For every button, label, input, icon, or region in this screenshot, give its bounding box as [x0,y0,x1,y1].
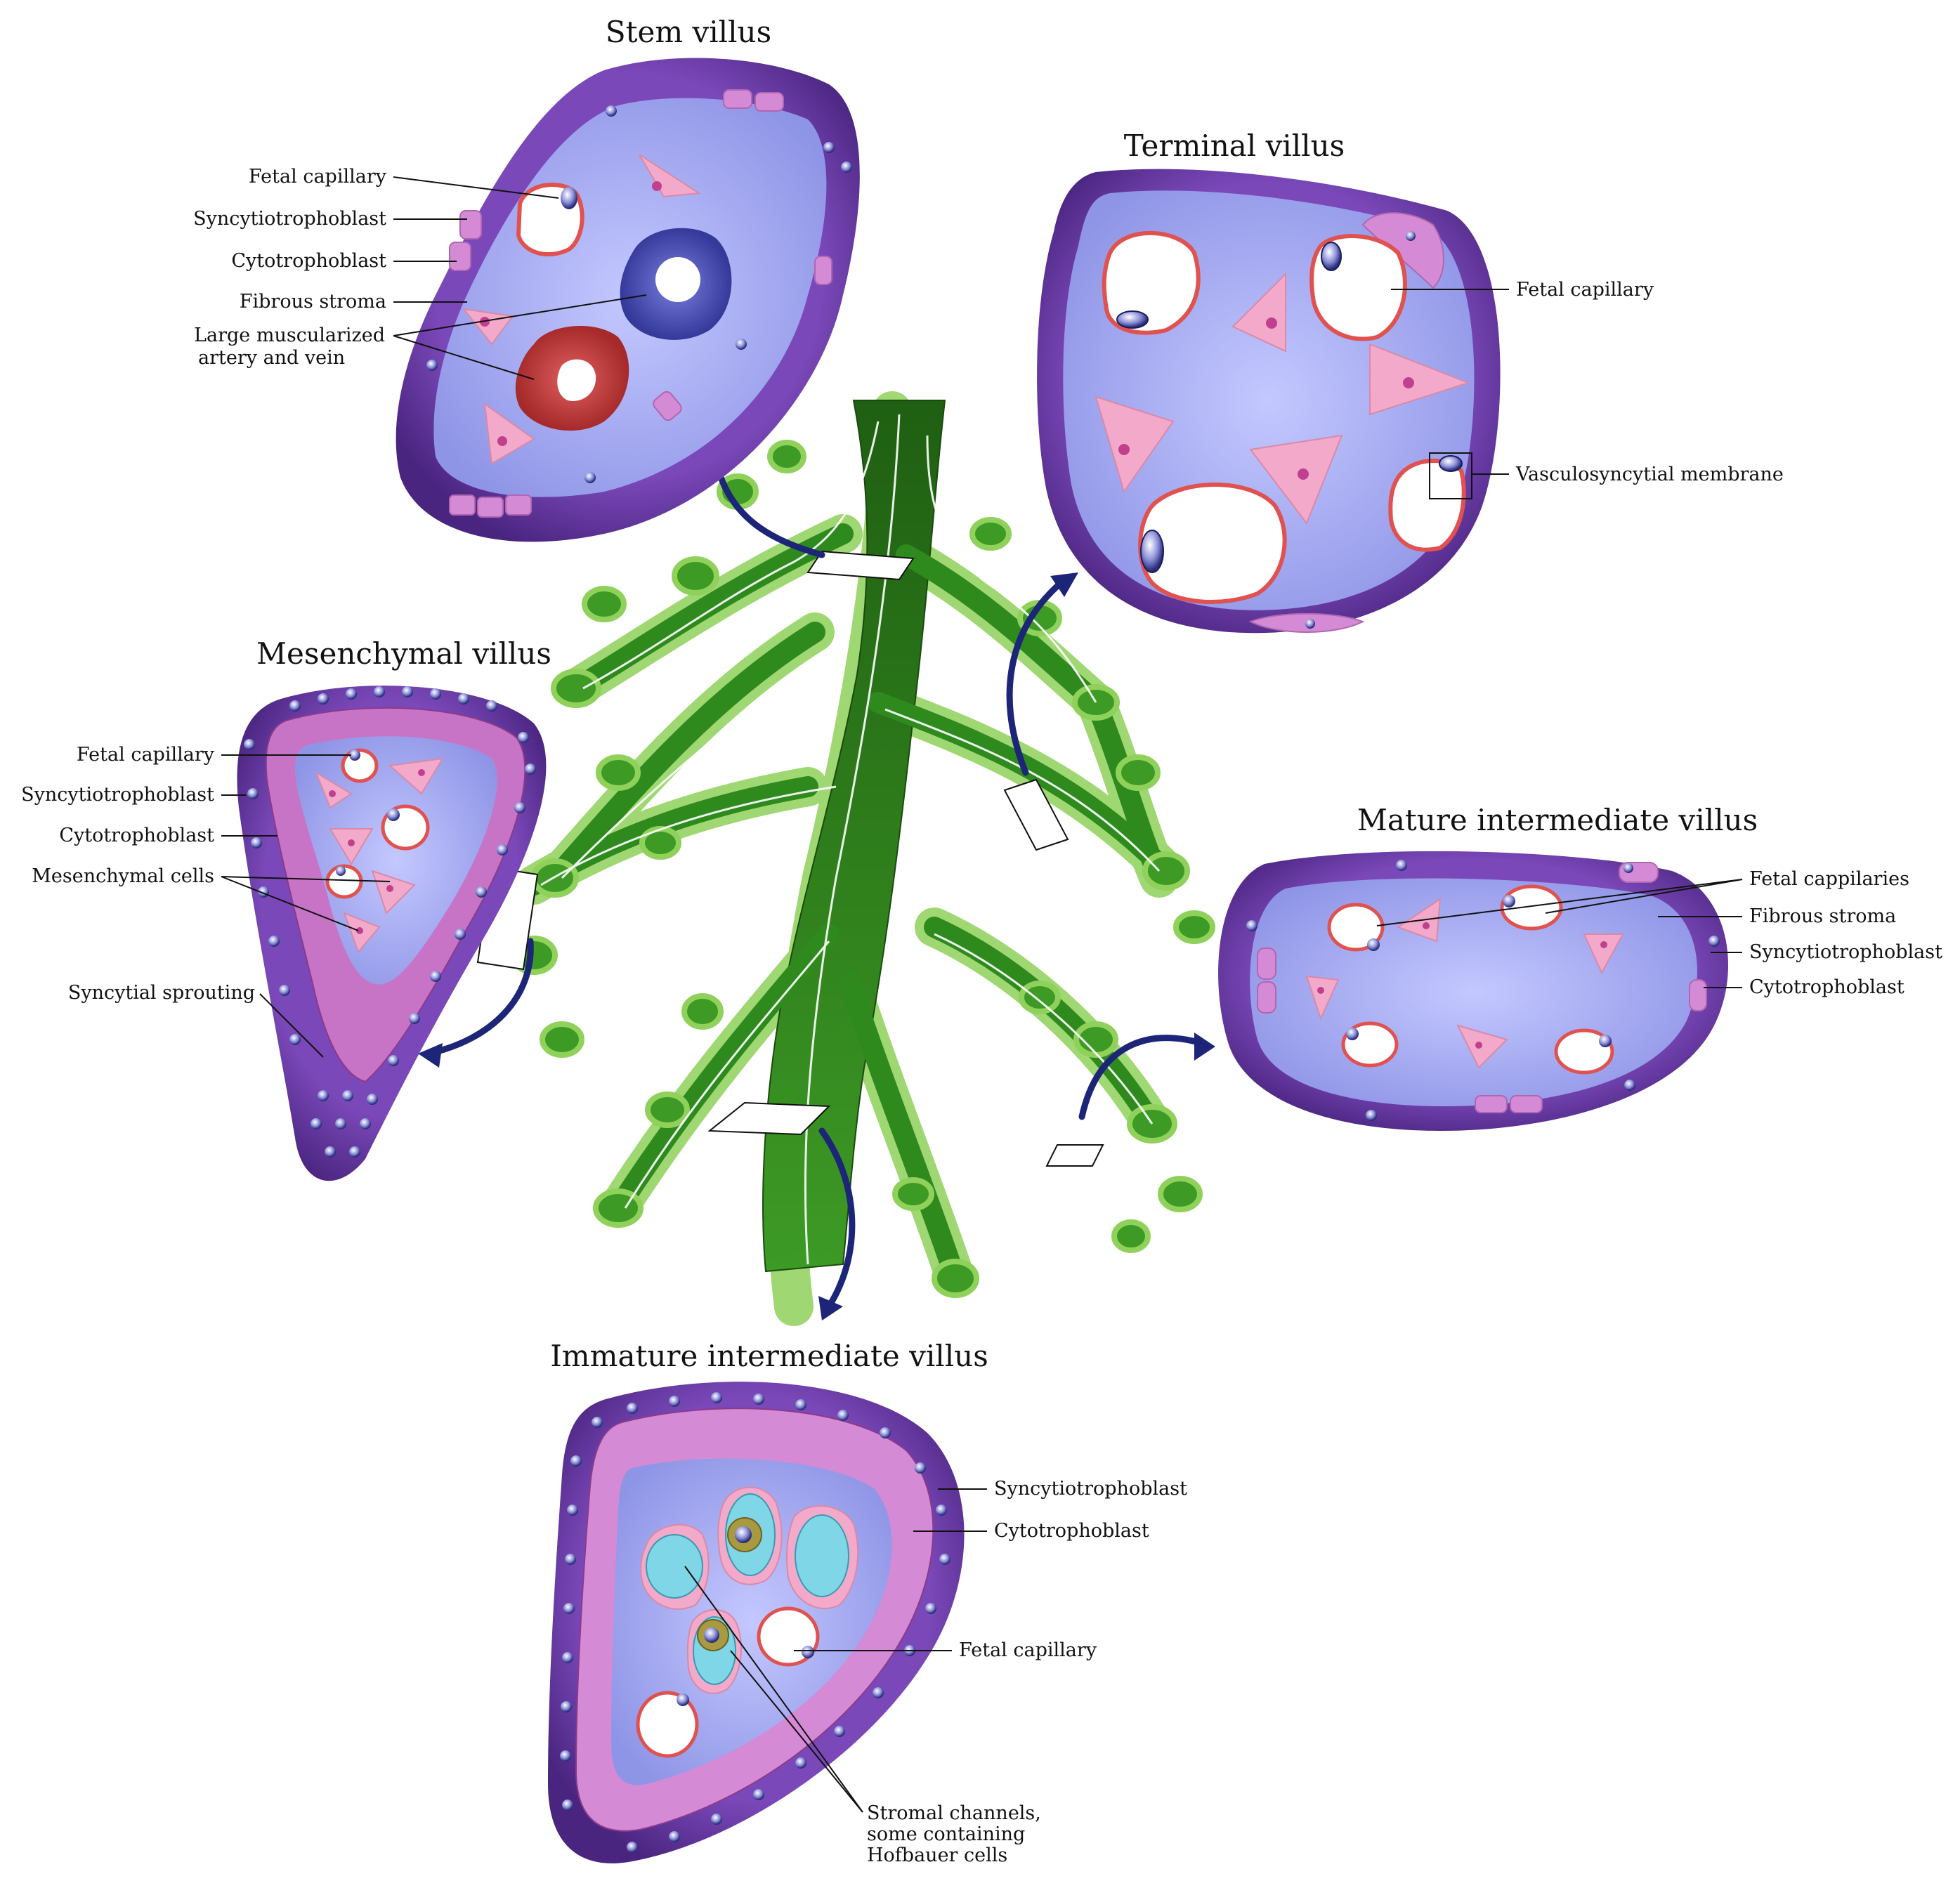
stem-capillary-endothelial-nucleus [561,187,577,209]
immature-villus-title: Immature intermediate villus [550,1339,988,1373]
stem-artery-lumen [557,359,596,401]
stem-leader-vein [393,294,647,336]
terminal-label-membrane: Vasculosyncytial membrane [1515,464,1784,485]
terminal-membrane-box [1429,452,1472,499]
mesenchymal-villus: Mesenchymal villus [21,636,551,1181]
immature-label-channels-2: some containing [867,1823,1025,1845]
immature-label-syncytio: Syncytiotrophoblast [994,1478,1187,1500]
stem-leader-artery [393,335,535,380]
mature-cytotrophoblast-cells [1257,862,1707,1113]
mature-stromal-nuclei [1317,922,1607,1049]
mesenchymal-villus-title: Mesenchymal villus [256,636,551,671]
stem-label-vessels-1: Large muscularized [194,325,385,346]
terminal-label-capillary: Fetal capillary [1516,279,1654,301]
mesenchymal-label-cyto: Cytotrophoblast [59,825,214,846]
immature-channel-lumens [646,1493,849,1685]
arrow-to-immature [818,1127,856,1310]
mature-villus-title: Mature intermediate villus [1357,803,1758,837]
immature-label-channels-1: Stromal channels, [867,1802,1041,1824]
stem-cytotrophoblast-cells [449,89,832,518]
stem-label-capillary: Fetal capillary [249,166,387,188]
mature-syncytio-nuclei [1246,860,1720,1121]
tree-vessels [540,414,1161,1265]
arrow-to-mature [1078,1035,1205,1120]
mesenchymal-fetal-capillaries [325,748,430,899]
stem-vein-lumen [655,257,700,302]
mature-label-capillaries: Fetal cappilaries [1749,868,1909,890]
terminal-cytotrophoblast-cells [1248,212,1444,633]
terminal-stromal-nuclei [1118,317,1414,480]
mature-label-cyto: Cytotrophoblast [1749,976,1905,998]
terminal-endothelial-nuclei [1116,242,1463,573]
tree-trunk [762,400,946,1273]
terminal-syncytio-nuclei [1305,231,1416,629]
mesenchymal-leader-sprouting [259,993,324,1058]
stem-label-vessels-2: artery and vein [198,347,345,369]
mesenchymal-endothelial-nuclei [336,749,400,876]
mesenchymal-label-cells: Mesenchymal cells [32,865,214,887]
stem-villus: Stem villus Fetal cap [193,15,860,542]
mesenchymal-cell-nuclei [329,769,425,934]
immature-leader-channels-b [730,1650,863,1813]
mature-intermediate-villus: Mature intermediate villus [1218,803,1942,1131]
immature-leader-channels-a [684,1566,863,1813]
terminal-stromal-cells [1095,272,1470,525]
immature-label-channels-3: Hofbauer cells [867,1844,1007,1866]
stem-leader-capillary [393,176,559,199]
mature-label-stroma: Fibrous stroma [1749,905,1896,927]
mature-endothelial-nuclei [1346,895,1612,1047]
stem-villus-title: Stem villus [606,15,771,49]
section-planes [476,550,1104,1167]
stem-label-stroma: Fibrous stroma [240,291,386,313]
mature-leader-capillaries-a [1376,879,1743,926]
terminal-villus-title: Terminal villus [1124,129,1345,163]
mesenchymal-label-sprouting: Syncytial sprouting [68,982,255,1004]
mesenchymal-leader-cells-b [221,876,359,931]
mature-label-syncytio: Syncytiotrophoblast [1749,941,1942,963]
arrow-to-terminal [1006,579,1064,776]
immature-endothelial-nuclei [677,1646,814,1706]
arrow-to-mesenchymal [425,938,534,1057]
mesenchymal-label-syncytio: Syncytiotrophoblast [21,784,214,806]
immature-hofbauer-cells [697,1517,762,1651]
terminal-villus: Terminal villus [1037,129,1784,634]
immature-intermediate-villus: Immature intermediate villus [548,1339,1187,1866]
mesenchymal-leader-cells-a [221,876,391,882]
arrow-to-stem [713,460,825,558]
immature-label-cyto: Cytotrophoblast [994,1520,1149,1542]
mature-leader-capillaries-b [1545,879,1743,914]
stem-label-cyto: Cytotrophoblast [231,250,386,272]
terminal-fetal-capillaries [1102,230,1466,604]
mesenchymal-label-capillary: Fetal capillary [77,744,215,766]
stem-syncytio-nuclei [426,105,852,483]
immature-label-capillary: Fetal capillary [959,1639,1097,1661]
section-arrows [425,460,1205,1310]
stem-label-syncytio: Syncytiotrophoblast [193,208,386,230]
immature-syncytio-nuclei [560,1392,950,1853]
